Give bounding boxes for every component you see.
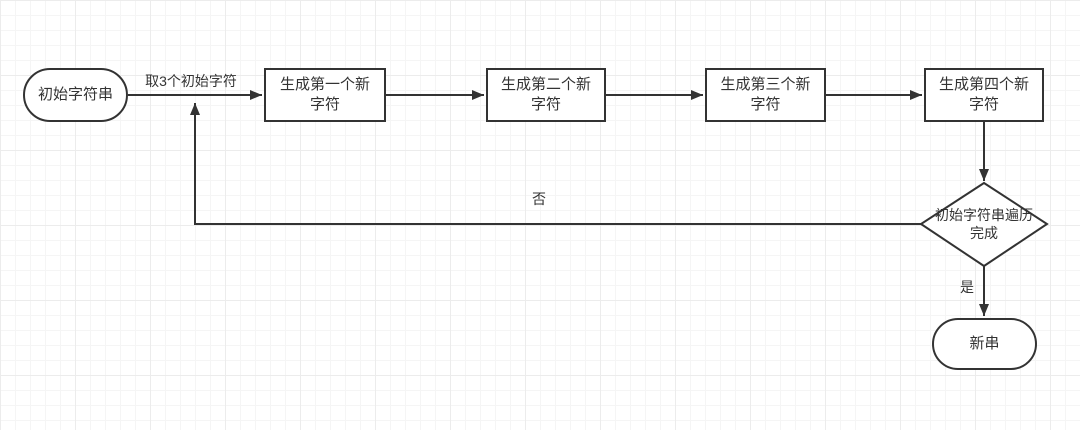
node-step3-process: 生成第三个新 字符 xyxy=(705,68,826,122)
node-step2-process: 生成第二个新 字符 xyxy=(486,68,606,122)
node-start-terminator: 初始字符串 xyxy=(23,68,128,122)
edge-label-yes: 是 xyxy=(960,279,974,295)
node-decision-label: 初始字符串遍历 完成 xyxy=(935,206,1033,241)
edge-label-no: 否 xyxy=(532,191,546,207)
edge-decision-loopback-no xyxy=(190,103,921,225)
edge-label-take3: 取3个初始字符 xyxy=(145,73,237,89)
node-step1-process: 生成第一个新 字符 xyxy=(264,68,386,122)
node-end-terminator: 新串 xyxy=(932,318,1037,370)
decision-diamond-shape xyxy=(919,181,1049,268)
node-step4-process: 生成第四个新 字符 xyxy=(924,68,1044,122)
